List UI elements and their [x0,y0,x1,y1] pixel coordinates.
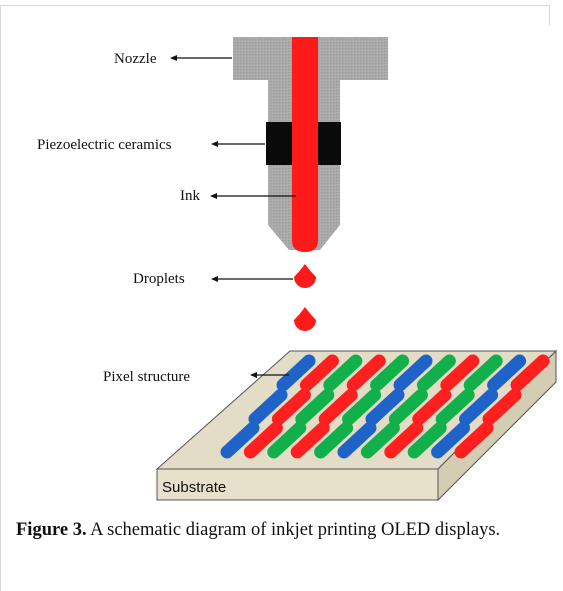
pixel-green [267,421,307,459]
pixel-red [271,388,311,426]
pixel-blue [487,354,527,392]
piezo-callout: Piezoelectric ceramics [37,137,265,153]
pixel-blue [248,388,288,426]
figure-frame-top [0,5,549,6]
pixel-red [384,421,424,459]
pixel-green [342,388,382,426]
ink-callout: Ink [180,188,296,204]
pixel-green [416,354,456,392]
pixel-green [295,388,335,426]
ink-channel [292,37,318,252]
droplets-callout: Droplets [133,271,293,287]
figure-caption-label: Figure 3. [16,520,87,540]
pixel-blue [393,354,433,392]
nozzle-callout: Nozzle [114,51,232,67]
pixel-red [454,421,494,459]
pixel-structure-label: Pixel structure [103,369,190,385]
pixel-red [318,388,358,426]
pixel-structure-callout: Pixel structure [103,369,289,385]
pixel-green [323,354,363,392]
pixel-blue [365,388,405,426]
piezo-label: Piezoelectric ceramics [37,137,172,153]
pixel-green [435,388,475,426]
droplet-2 [294,307,316,331]
pixel-green [463,354,503,392]
droplet-1 [294,264,316,288]
pixel-green [360,421,400,459]
inkjet-diagram: Nozzle Piezoelectric ceramics Ink Drople… [37,37,558,502]
figure-caption-text: A schematic diagram of inkjet printing O… [86,520,501,540]
pixel-red [482,388,522,426]
pixel-red [243,421,283,459]
pixel-red [299,354,339,392]
figure-frame-right [549,5,550,25]
pixel-red [440,354,480,392]
pixel-red [346,354,386,392]
pixel-blue [220,421,260,459]
pixel-green [370,354,410,392]
figure-caption: Figure 3. A schematic diagram of inkjet … [16,519,536,542]
pixel-green [388,388,428,426]
nozzle-label: Nozzle [114,51,157,67]
pixel-structure [220,354,550,459]
figure-frame-left [0,5,1,591]
substrate-label: Substrate [162,479,226,496]
pixel-red [510,354,550,392]
droplets-label: Droplets [133,271,185,287]
pixel-red [290,421,330,459]
pixel-blue [337,421,377,459]
ink-label: Ink [180,188,200,204]
pixel-blue [276,354,316,392]
pixel-green [314,421,354,459]
pixel-blue [431,421,471,459]
pixel-green [407,421,447,459]
pixel-blue [459,388,499,426]
pixel-red [412,388,452,426]
